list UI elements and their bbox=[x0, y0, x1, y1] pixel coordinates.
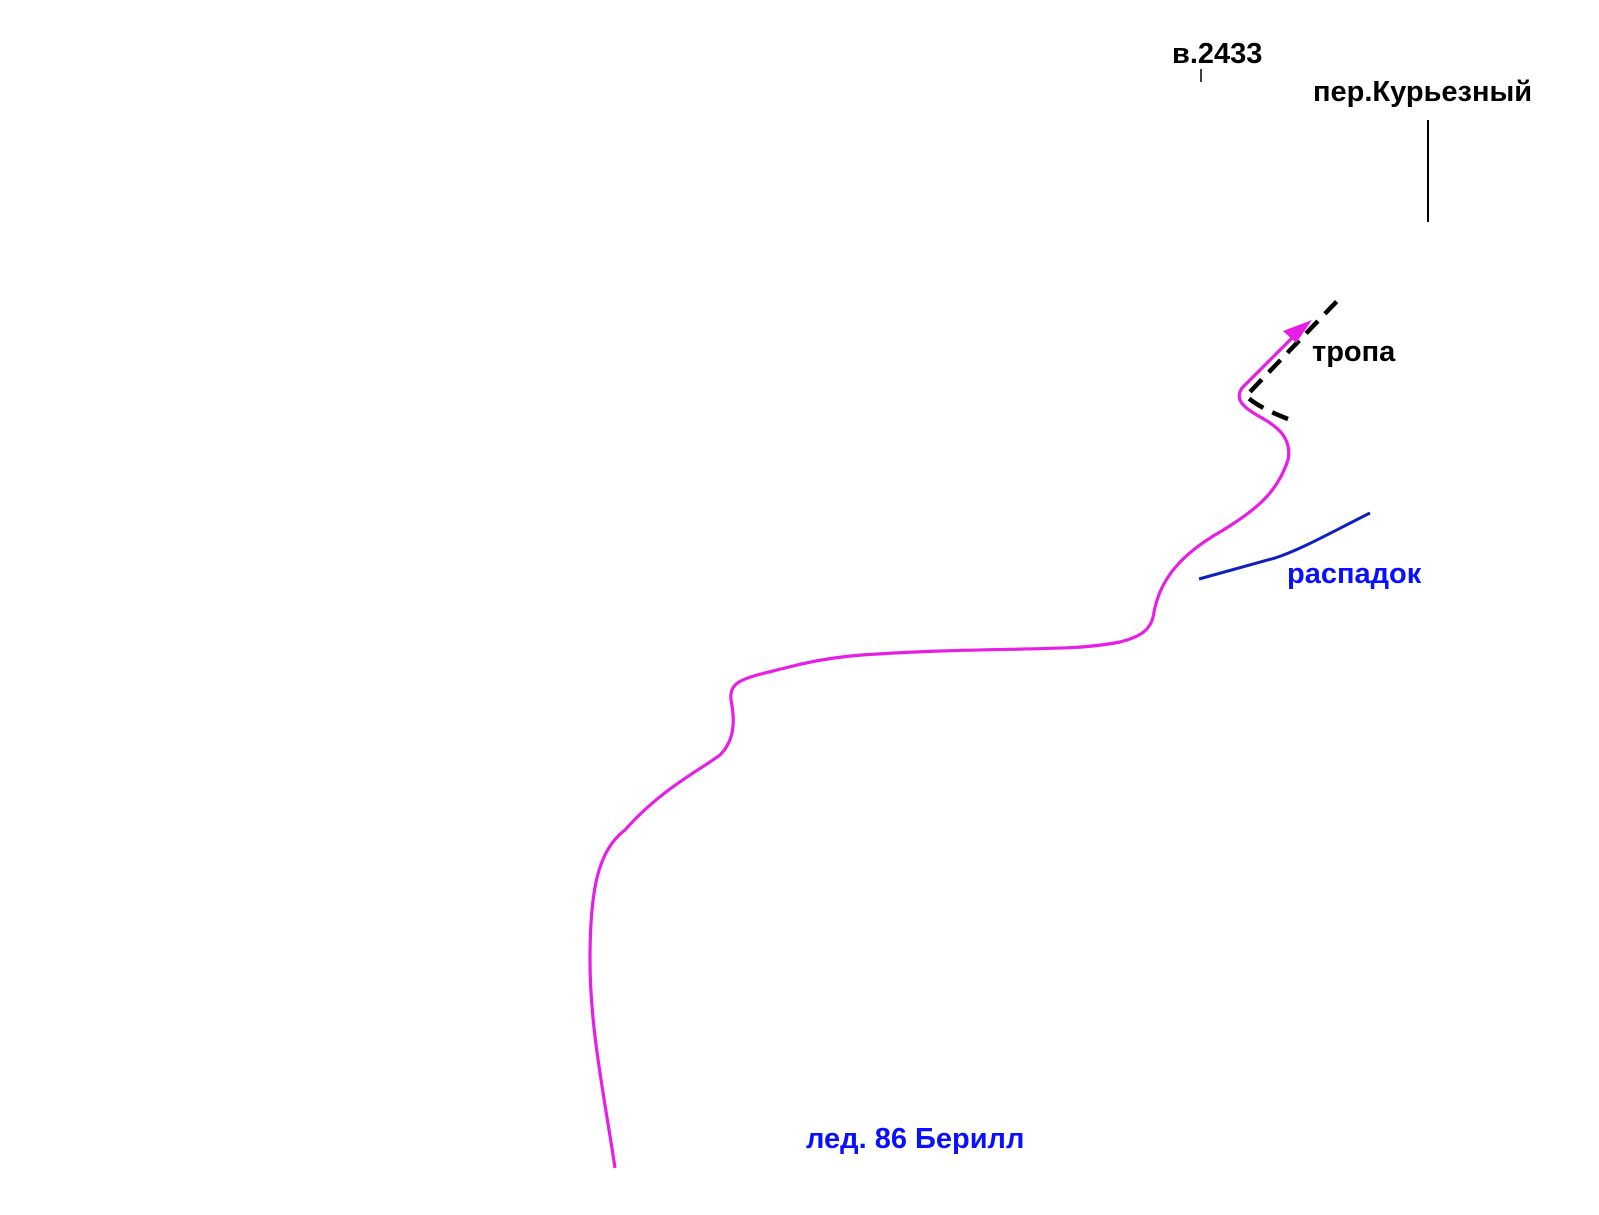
glacier-label: лед. 86 Берилл bbox=[806, 1123, 1024, 1155]
ravine-line bbox=[1198, 511, 1371, 581]
ravine-label: распадок bbox=[1287, 558, 1422, 590]
trail-label: тропа bbox=[1312, 336, 1396, 368]
arrowhead-icon bbox=[1283, 320, 1312, 343]
pass-label: пер.Курьезный bbox=[1313, 76, 1532, 108]
trail-dashed-line bbox=[1242, 296, 1342, 422]
peak-label: в.2433 bbox=[1172, 38, 1262, 70]
route-line bbox=[588, 323, 1307, 1169]
